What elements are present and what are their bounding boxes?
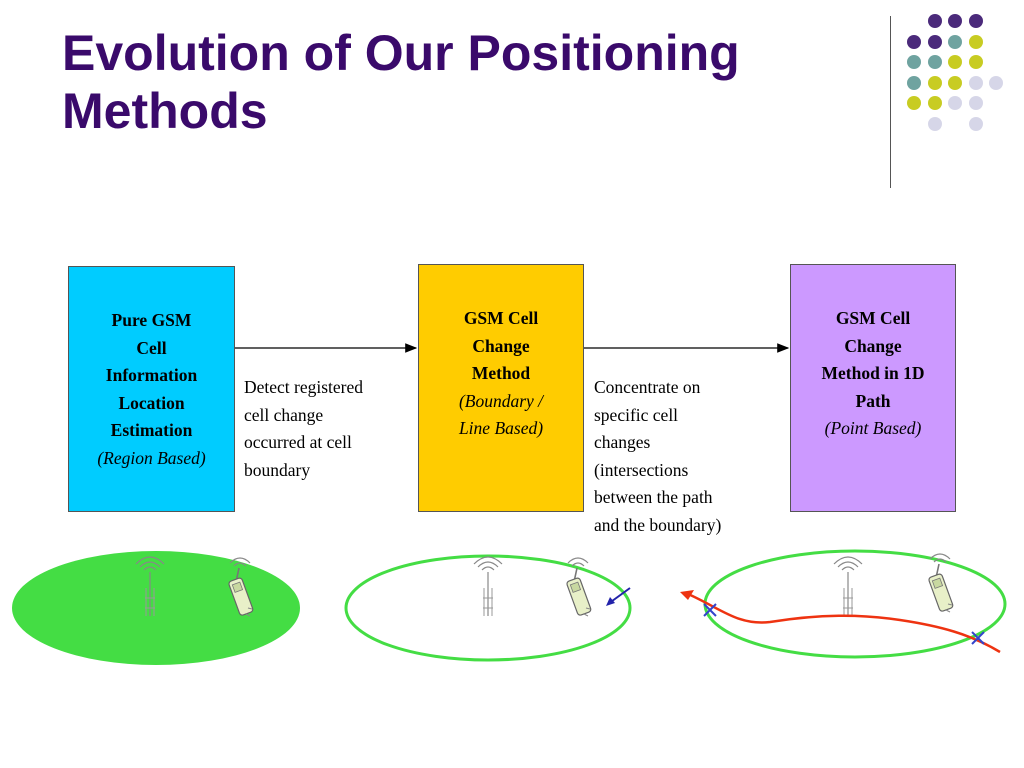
decorative-dot <box>948 34 962 49</box>
note-line: cell change <box>244 404 324 425</box>
intersection-marker-icon <box>971 631 985 645</box>
decorative-dot <box>907 75 921 90</box>
note-line: changes <box>594 432 651 452</box>
decorative-dot <box>968 75 983 90</box>
box-text: GSM Cell <box>463 308 539 328</box>
region-based-illustration <box>12 551 300 665</box>
method-illustrations <box>12 549 1007 665</box>
decorative-dot <box>927 96 942 110</box>
decorative-dot <box>907 34 921 49</box>
box-subtitle: (Region Based) <box>97 447 206 468</box>
box-text: Location <box>118 392 185 413</box>
note-line: Concentrate on <box>594 377 701 397</box>
decorative-dot <box>927 34 942 49</box>
cell-tower-icon <box>833 556 863 617</box>
point-based-illustration <box>680 549 1007 659</box>
movement-path-line <box>687 592 1001 654</box>
decorative-dot <box>948 96 962 110</box>
decorative-dot <box>968 96 983 110</box>
note-line: between the path <box>594 487 713 507</box>
box-text: Information <box>105 365 198 385</box>
cell-boundary-ring <box>703 549 1007 659</box>
decorative-dot <box>927 55 942 69</box>
decorative-dot-grid <box>907 14 1017 164</box>
title-divider-line <box>890 16 891 188</box>
decorative-dot <box>968 55 983 69</box>
decorative-dot <box>968 14 983 28</box>
note-line: boundary <box>244 459 311 480</box>
decorative-dot <box>968 34 983 49</box>
decorative-dot <box>948 55 962 69</box>
decorative-dot <box>907 55 921 69</box>
cell-tower-icon <box>473 556 503 617</box>
slide-title: Evolution of Our Positioning Methods <box>62 25 740 139</box>
transition-note-1: Detect registered cell change occurred a… <box>244 374 414 484</box>
cell-region-filled <box>12 551 300 665</box>
box-text: Path <box>855 390 891 411</box>
box-text: Cell <box>136 337 167 358</box>
box-subtitle: (Boundary / <box>458 390 544 411</box>
intersection-marker-icon <box>703 603 717 617</box>
decorative-dot <box>927 75 942 90</box>
box-text: GSM Cell <box>835 308 911 328</box>
note-line: Detect registered <box>244 377 364 397</box>
note-line: occurred at cell <box>244 432 352 452</box>
box-subtitle: Line Based) <box>458 418 544 438</box>
box-text: Change <box>844 335 902 356</box>
decorative-dot <box>948 75 962 90</box>
decorative-dot <box>948 14 962 28</box>
method-box-line-based: GSM Cell Change Method (Boundary / Line … <box>418 264 584 512</box>
box-text: Method <box>471 363 531 383</box>
decorative-dot <box>968 116 983 131</box>
note-line: specific cell <box>594 404 679 425</box>
decorative-dot <box>927 14 942 28</box>
method-box-region-based: Pure GSM Cell Information Location Estim… <box>68 266 235 512</box>
box-subtitle: (Point Based) <box>824 418 922 438</box>
box-text: Method in 1D <box>821 363 925 383</box>
decorative-dot <box>927 116 942 131</box>
cell-boundary-ring <box>344 554 632 662</box>
box-text: Estimation <box>110 420 193 440</box>
line-based-illustration <box>344 554 632 662</box>
transition-note-2: Concentrate on specific cell changes (in… <box>594 374 774 539</box>
method-box-point-based: GSM Cell Change Method in 1D Path (Point… <box>790 264 956 512</box>
note-line: (intersections <box>594 459 689 480</box>
decorative-dot <box>989 75 1003 90</box>
decorative-dot <box>907 96 921 110</box>
note-line: and the boundary) <box>594 514 722 535</box>
box-text: Pure GSM <box>111 310 192 330</box>
box-text: Change <box>472 335 530 356</box>
